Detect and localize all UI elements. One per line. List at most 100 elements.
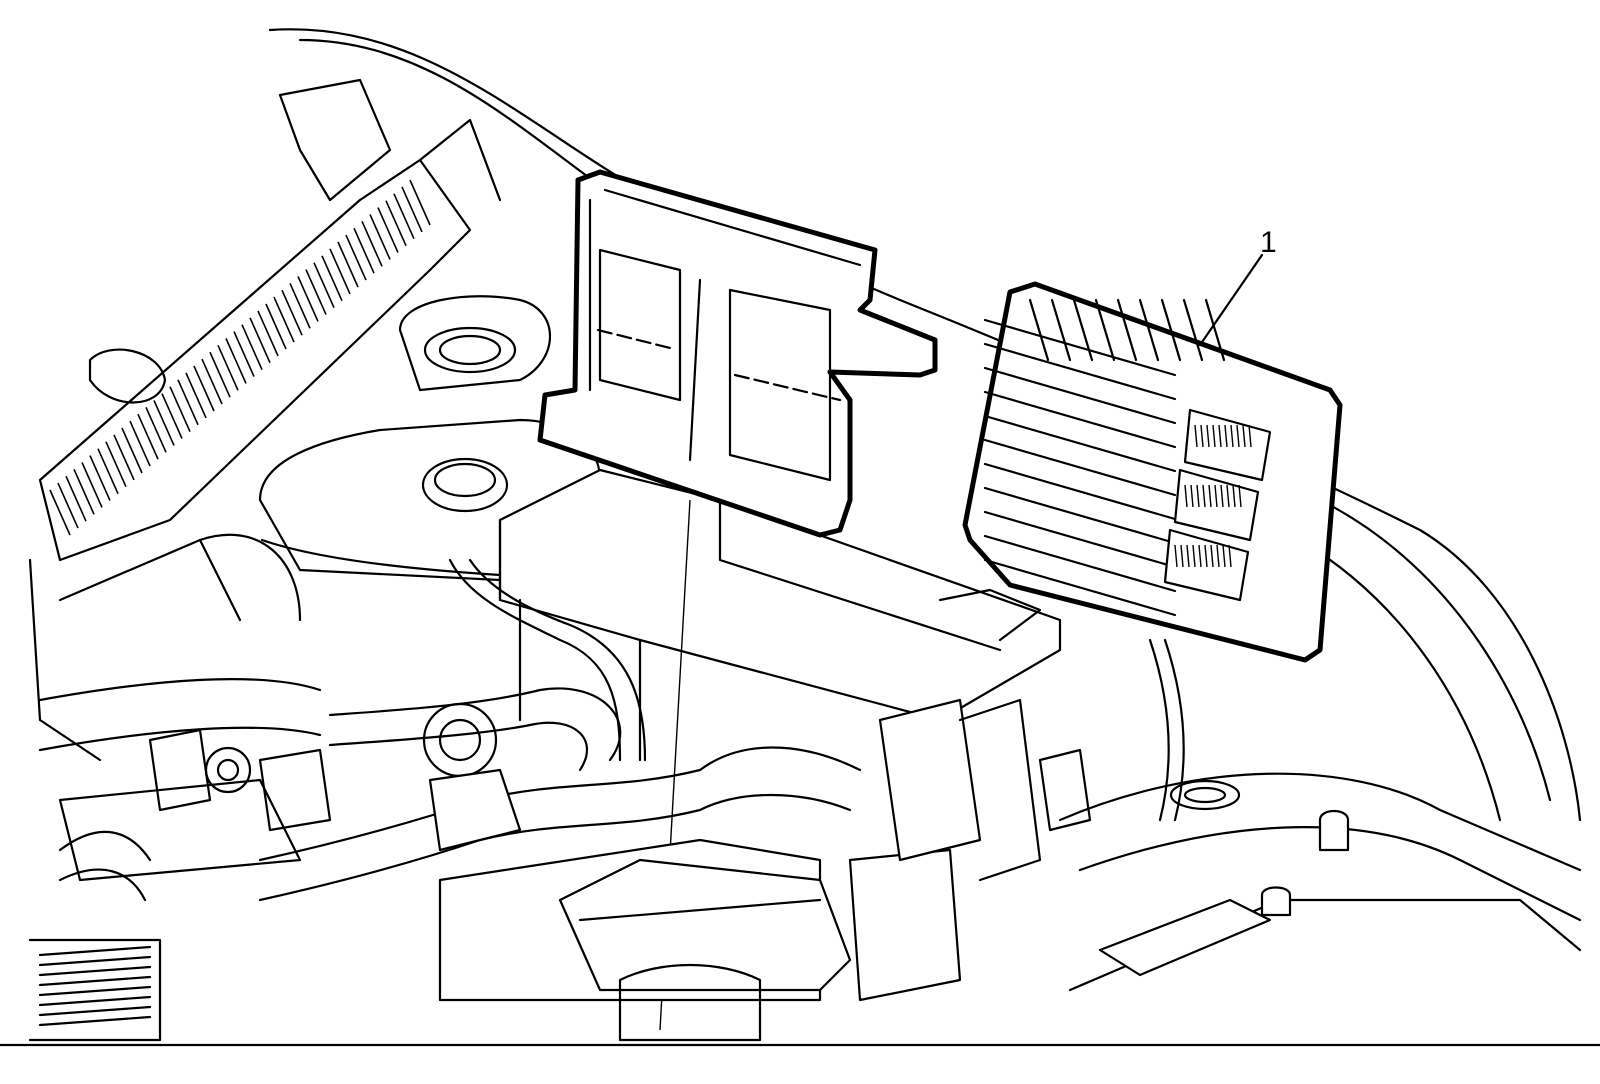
- grille-slat: [129, 420, 151, 467]
- vent-slot: [38, 995, 152, 1007]
- grille-slat: [345, 234, 367, 281]
- grille-slat: [393, 193, 415, 240]
- grille-slat: [401, 186, 423, 233]
- connector-pin: [1226, 484, 1230, 508]
- connector-pin: [1208, 484, 1212, 508]
- callout-1-label: 1: [1260, 226, 1277, 259]
- connector-pin: [1222, 544, 1226, 568]
- vent-slot: [38, 975, 152, 987]
- ecm-fin-top: [1138, 298, 1160, 362]
- grille-slat: [49, 489, 71, 536]
- ecm-fin-top: [1050, 298, 1072, 362]
- ecm-fin: [983, 438, 1177, 497]
- connector-pin: [1214, 484, 1218, 508]
- grille-slat: [193, 365, 215, 412]
- grille-slat: [153, 400, 175, 446]
- grille-slat: [217, 345, 239, 391]
- grille-slat: [169, 386, 191, 432]
- ecm-fin: [983, 558, 1177, 617]
- grille-slat: [57, 482, 79, 529]
- engine-components: [28, 698, 1092, 1042]
- grille-slat: [97, 448, 119, 494]
- connector-pin: [1218, 424, 1222, 448]
- connector-pin: [1196, 484, 1200, 508]
- ecm-bracket: [537, 169, 938, 1031]
- grille-slat: [209, 351, 231, 398]
- ecm-fin-top: [1028, 298, 1050, 362]
- ecm-fin: [983, 342, 1177, 401]
- vent-slot: [38, 1015, 152, 1027]
- ecm-fin: [983, 510, 1177, 569]
- connector-pin: [1202, 484, 1206, 508]
- grille-slat: [369, 214, 391, 260]
- grille-slat: [145, 407, 167, 453]
- left-fender: [28, 533, 302, 762]
- grille-slat: [137, 413, 159, 460]
- connector-pin: [1184, 484, 1188, 508]
- connector-pin: [1206, 424, 1210, 448]
- ecm-fin: [983, 534, 1177, 593]
- ecm-fin: [983, 414, 1177, 473]
- grille-slat: [385, 200, 407, 246]
- grille-slat: [297, 276, 319, 322]
- connector-pin: [1200, 424, 1204, 448]
- ecm-fin-top: [1072, 298, 1094, 362]
- connector-pin: [1236, 424, 1240, 448]
- engine-control-module: [962, 281, 1343, 663]
- connector-pin: [1190, 484, 1194, 508]
- ecm-fin: [983, 318, 1177, 377]
- grille-slat: [241, 324, 263, 370]
- grille-slat: [161, 393, 183, 439]
- ecm-fin-top: [1204, 298, 1226, 362]
- connector-pin: [1186, 544, 1190, 568]
- grille-slat: [225, 338, 247, 384]
- grille-slat: [185, 372, 207, 419]
- grille-slat: [233, 331, 255, 377]
- grille-slat: [337, 241, 359, 288]
- grille-slat: [321, 255, 343, 302]
- connector-pin: [1174, 544, 1178, 568]
- ecm-fin: [983, 486, 1177, 545]
- connector-pin: [1198, 544, 1202, 568]
- grille-slat: [409, 179, 431, 226]
- grille-slat: [289, 283, 311, 329]
- grille-slat: [377, 207, 399, 253]
- vent-slots: [38, 945, 152, 1027]
- connector-pin: [1194, 424, 1198, 448]
- ecm-fin: [983, 366, 1177, 425]
- connector-pin: [1210, 544, 1214, 568]
- grille-slat: [313, 262, 335, 308]
- connector-pin: [1228, 544, 1232, 568]
- grille-slat: [361, 221, 383, 267]
- connector-pin: [1216, 544, 1220, 568]
- vent-slot: [38, 945, 152, 957]
- connector-pin: [1248, 424, 1252, 448]
- connector-pin: [1180, 544, 1184, 568]
- grille-slat: [65, 475, 87, 522]
- ecm-fin: [983, 390, 1177, 449]
- connector-pin: [1220, 484, 1224, 508]
- callout-1: 1: [1198, 226, 1277, 347]
- grille-slat: [257, 310, 279, 357]
- grille-slat: [105, 441, 127, 488]
- vent-slot: [38, 955, 152, 967]
- connector-pin: [1230, 424, 1234, 448]
- connector-pin: [1212, 424, 1216, 448]
- grille-slat: [89, 455, 111, 501]
- connector-pin: [1242, 424, 1246, 448]
- connector-pin: [1238, 484, 1242, 508]
- ecm-fin-top: [1160, 298, 1182, 362]
- ecm-fin-top: [1182, 298, 1204, 362]
- grille-slat: [281, 289, 303, 336]
- grille-slat: [273, 296, 295, 343]
- grille-slat: [201, 358, 223, 405]
- grille-slat: [249, 317, 271, 364]
- grille-slat: [81, 462, 103, 508]
- cowl-grille: [38, 78, 502, 562]
- grille-slat: [121, 427, 143, 474]
- vent-slot: [38, 1005, 152, 1017]
- grille-slat: [265, 303, 287, 350]
- ecm-fin-top: [1094, 298, 1116, 362]
- connector-pin: [1192, 544, 1196, 568]
